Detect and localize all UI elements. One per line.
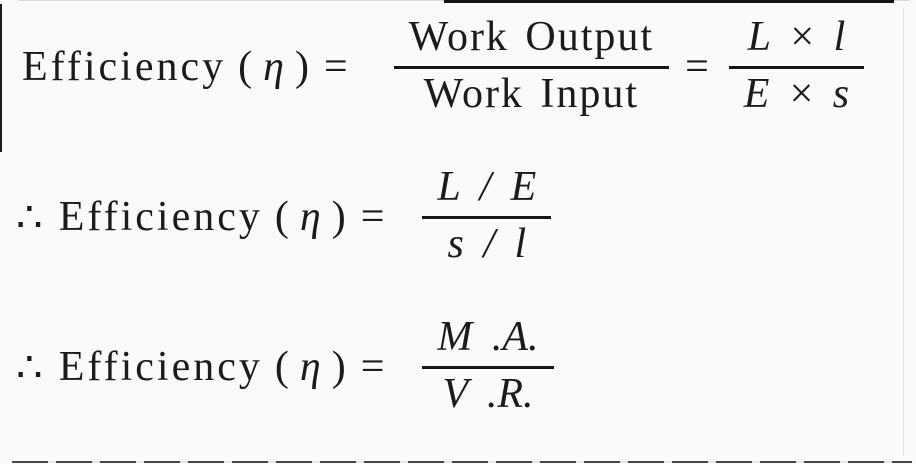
open-paren: ( xyxy=(274,344,289,391)
therefore-symbol: ∴ xyxy=(16,345,43,392)
fraction-bar xyxy=(728,65,865,69)
eta-symbol: η xyxy=(263,44,284,91)
formula-line-1: Efficiency ( η ) = Work Output Work Inpu… xyxy=(22,12,865,122)
work-output-numerator: Work Output xyxy=(408,14,655,60)
work-input-denominator: Work Input xyxy=(423,70,640,117)
s-over-l-denominator: s / l xyxy=(447,220,527,267)
equals-sign: = xyxy=(360,194,385,241)
velocity-ratio-denominator: V .R. xyxy=(442,370,534,417)
image-border-right-faint xyxy=(903,8,904,456)
equals-sign: = xyxy=(323,44,348,91)
equals-sign: = xyxy=(360,344,385,391)
effort-distance-denominator: E × s xyxy=(743,70,850,117)
image-border-top xyxy=(444,0,894,3)
efficiency-label: Efficiency xyxy=(22,44,227,91)
ratio-of-ratios-fraction: L / E s / l xyxy=(422,162,552,272)
open-paren: ( xyxy=(238,44,253,91)
fraction-bar xyxy=(422,365,554,369)
work-ratio-fraction: Work Output Work Input xyxy=(393,12,670,122)
image-border-bottom xyxy=(12,461,912,463)
L-over-E-numerator: L / E xyxy=(437,164,537,210)
formula-line-3: ∴ Efficiency ( η ) = M .A. V .R. xyxy=(16,312,554,422)
open-paren: ( xyxy=(274,194,289,241)
equals-sign: = xyxy=(685,44,709,91)
eta-symbol: η xyxy=(299,194,321,241)
close-paren: ) xyxy=(331,194,346,241)
close-paren: ) xyxy=(331,344,346,391)
fraction-bar xyxy=(422,215,552,219)
efficiency-label: Efficiency xyxy=(58,194,263,241)
therefore-symbol: ∴ xyxy=(16,195,43,242)
load-effort-fraction: L × l E × s xyxy=(728,12,865,122)
formula-line-2: ∴ Efficiency ( η ) = L / E s / l xyxy=(16,162,552,272)
eta-symbol: η xyxy=(299,344,321,391)
efficiency-label: Efficiency xyxy=(58,344,263,391)
mechanical-advantage-numerator: M .A. xyxy=(437,314,539,360)
close-paren: ) xyxy=(294,44,309,91)
image-border-left xyxy=(0,4,2,152)
fraction-bar xyxy=(393,65,670,69)
load-distance-numerator: L × l xyxy=(747,14,846,60)
ma-vr-fraction: M .A. V .R. xyxy=(422,312,554,422)
